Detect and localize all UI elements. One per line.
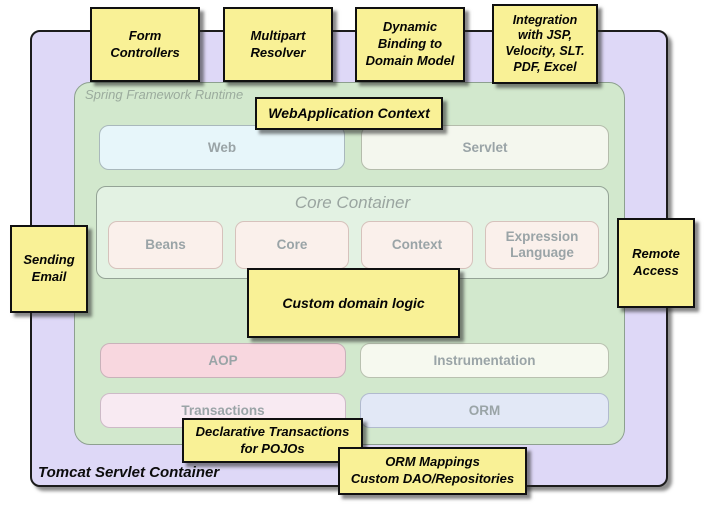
note-orm-mappings: ORM Mappings Custom DAO/Repositories [338, 447, 527, 495]
note-orm-mappings-text: ORM Mappings Custom DAO/Repositories [350, 454, 515, 486]
core-container-title: Core Container [294, 193, 411, 212]
note-multipart-resolver-text: Multipart Resolver [250, 27, 306, 60]
note-custom-domain-logic-text: Custom domain logic [282, 294, 425, 311]
note-custom-domain-logic: Custom domain logic [247, 268, 460, 338]
module-beans-label: Beans [145, 237, 186, 253]
note-remote-access-text: Remote Access [632, 246, 680, 278]
module-core-label: Core [276, 237, 308, 253]
module-servlet: Servlet [361, 125, 609, 170]
module-aop: AOP [100, 343, 346, 378]
module-aop-label: AOP [208, 352, 238, 368]
note-sending-email: Sending Email [10, 225, 88, 313]
note-declarative-transactions-text: Declarative Transactions for POJOs [195, 423, 350, 456]
module-instrumentation: Instrumentation [360, 343, 609, 378]
note-form-controllers-text: Form Controllers [110, 27, 180, 60]
module-orm-label: ORM [468, 402, 501, 418]
note-integration-text: Integration with JSP, Velocity, SLT. PDF… [505, 12, 585, 74]
runtime-label: Spring Framework Runtime [85, 87, 244, 102]
tomcat-container-label: Tomcat Servlet Container [38, 464, 220, 481]
module-context-label: Context [391, 237, 443, 253]
core-container-box: Core Container Beans Core Context Expres… [96, 186, 609, 279]
module-context: Context [361, 221, 473, 269]
note-sending-email-text: Sending Email [23, 252, 75, 284]
module-web-label: Web [207, 139, 237, 155]
module-instrumentation-label: Instrumentation [433, 352, 536, 368]
module-transactions-label: Transactions [181, 402, 265, 418]
module-core: Core [235, 221, 349, 269]
note-dynamic-binding-text: Dynamic Binding to Domain Model [365, 19, 455, 68]
note-webapplication-context: WebApplication Context [255, 97, 443, 130]
spring-framework-runtime-box: Spring Framework Runtime Web Servlet Cor… [74, 82, 625, 445]
module-beans: Beans [108, 221, 223, 269]
note-form-controllers: Form Controllers [90, 7, 200, 82]
note-remote-access: Remote Access [617, 218, 695, 308]
module-expression-language: Expression Language [485, 221, 599, 269]
note-webapplication-context-text: WebApplication Context [268, 105, 430, 122]
note-multipart-resolver: Multipart Resolver [223, 7, 333, 82]
module-web: Web [99, 125, 345, 170]
note-declarative-transactions: Declarative Transactions for POJOs [182, 418, 363, 463]
note-integration: Integration with JSP, Velocity, SLT. PDF… [492, 4, 598, 84]
module-expression-language-label: Expression Language [505, 229, 579, 260]
note-dynamic-binding: Dynamic Binding to Domain Model [355, 7, 465, 82]
module-servlet-label: Servlet [462, 139, 508, 155]
module-orm: ORM [360, 393, 609, 428]
